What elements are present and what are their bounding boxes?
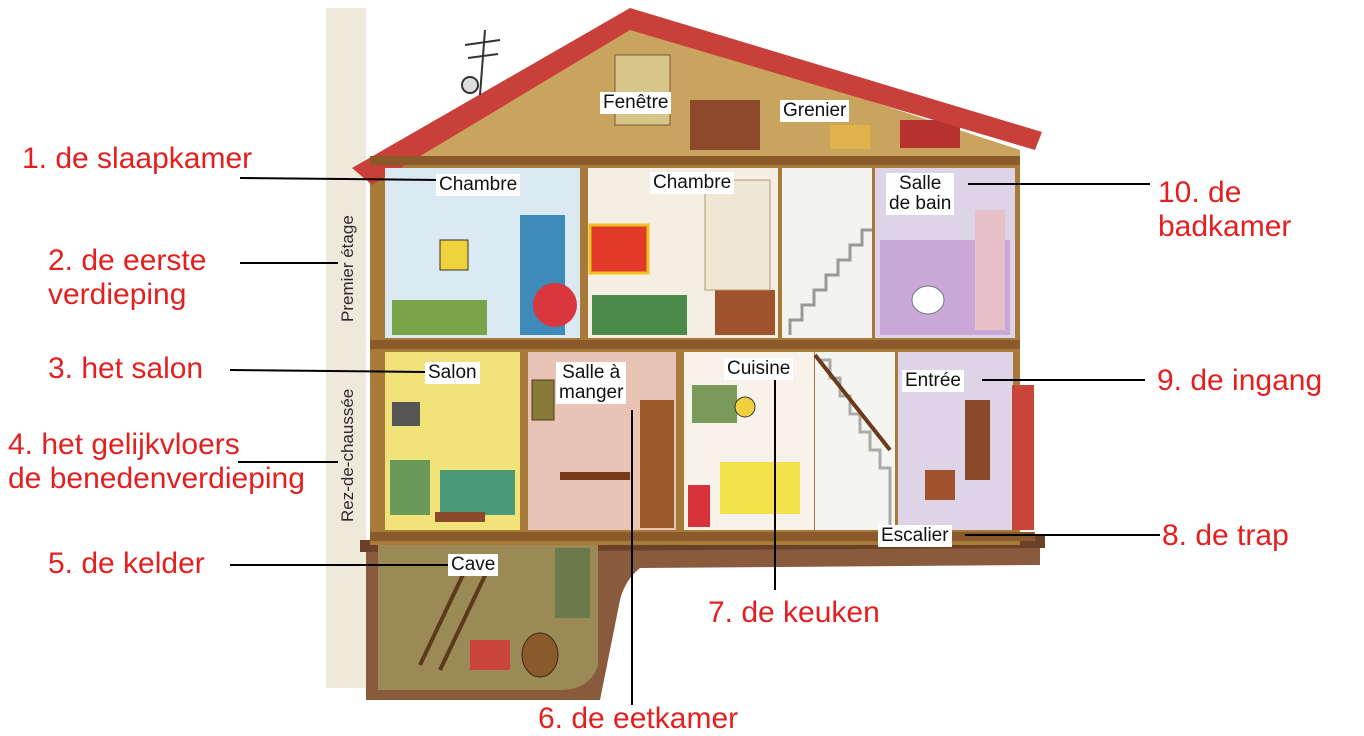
translation-8-trap: 8. de trap	[1162, 519, 1289, 552]
translation-5-kelder: 5. de kelder	[48, 547, 205, 580]
translation-10-badkamer: 10. de badkamer	[1158, 176, 1292, 243]
bedroom-1-bed	[392, 300, 487, 335]
bathroom-toilet	[911, 285, 945, 315]
translation-1-slaapkamer: 1. de slaapkamer	[22, 142, 253, 175]
leader-line-slaapkamer	[239, 177, 441, 181]
floor-label-rez-de-chaussee: Rez-de-chaussée	[338, 388, 357, 522]
living-room-sofa	[440, 470, 515, 515]
cellar-ladder-right	[438, 564, 492, 671]
bathroom-shower-curtain	[975, 210, 1005, 330]
ground-floor-beam	[370, 532, 1035, 541]
bedroom-1-painting	[439, 239, 469, 271]
leader-line-salon	[229, 369, 426, 373]
room-label-cave: Cave	[448, 554, 499, 576]
first-floor-beam	[370, 340, 1020, 349]
stairwell-upper	[782, 168, 872, 338]
living-room-tv	[392, 402, 420, 426]
leader-lines	[229, 177, 1160, 705]
book-page-background	[326, 8, 366, 688]
bedroom-2-bed	[592, 295, 687, 335]
cellar-ladder-left	[418, 559, 472, 666]
room-label-salon: Salon	[425, 362, 480, 384]
dining-room-table	[560, 472, 630, 480]
kitchen-table	[720, 462, 800, 514]
attic-space	[380, 22, 1020, 158]
floor-label-premier-etage: Premier étage	[338, 215, 357, 322]
room-label-cuisine: Cuisine	[724, 358, 794, 380]
cellar-wine-rack	[555, 548, 590, 618]
room-label-salle-de-bain: Salle de bain	[886, 173, 955, 215]
room-label-entree: Entrée	[902, 370, 964, 392]
bedroom-2-wardrobe	[704, 179, 771, 291]
attic-furniture-chest	[690, 100, 760, 150]
entrance-front-door	[1012, 385, 1034, 530]
stairs-upper	[788, 228, 872, 335]
translation-3-salon: 3. het salon	[48, 352, 204, 385]
translation-2-eerste-verdieping: 2. de eerste verdieping	[48, 244, 207, 311]
room-label-fenetre: Fenêtre	[600, 92, 672, 114]
cellar-crate	[470, 640, 510, 670]
stair-railing	[813, 353, 892, 452]
translation-4-gelijkvloers: 4. het gelijkvloers de benedenverdieping	[8, 428, 305, 495]
room-label-chambre-1: Chambre	[436, 174, 521, 196]
entrance-coat-rack	[965, 400, 990, 480]
kitchen-fridge	[688, 485, 710, 527]
room-label-chambre-2: Chambre	[650, 172, 735, 194]
living-room-table	[435, 512, 485, 522]
bedroom-1-armchair	[533, 283, 577, 327]
attic-shelf	[614, 54, 671, 126]
translation-9-ingang: 9. de ingang	[1157, 364, 1323, 397]
attic-floor-beam	[370, 156, 1020, 165]
bedroom-2-wall-rug	[588, 223, 650, 275]
living-room-armchair	[390, 460, 430, 515]
attic-box	[830, 125, 870, 149]
roof	[352, 8, 1042, 185]
kitchen-cupboard	[692, 385, 737, 423]
room-label-grenier: Grenier	[780, 100, 850, 122]
dining-room-painting	[531, 379, 555, 421]
dining-room-door	[640, 400, 674, 528]
bedroom-2-dresser	[715, 290, 775, 335]
kitchen-clock	[734, 396, 756, 418]
translation-7-keuken: 7. de keuken	[708, 596, 880, 629]
room-label-salle-a-manger: Salle à manger	[556, 362, 627, 404]
antenna-icon	[461, 29, 501, 96]
entrance-phone-table	[925, 470, 955, 500]
room-label-escalier: Escalier	[878, 525, 952, 547]
translation-6-eetkamer: 6. de eetkamer	[538, 702, 739, 735]
cellar-barrel	[521, 632, 559, 678]
